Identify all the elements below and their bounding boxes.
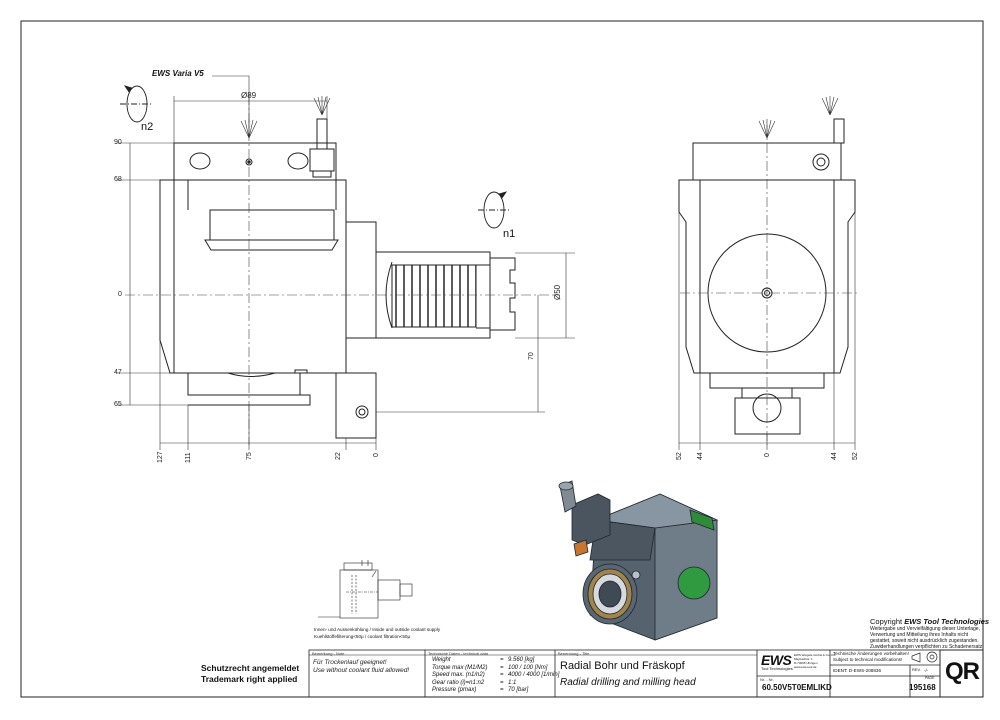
projection-symbol-icon bbox=[911, 651, 938, 663]
copyright-line: gestattet, soweit nicht ausdrücklich zug… bbox=[870, 638, 979, 644]
copyright-line: Weitergabe und Vervielfältigung dieser U… bbox=[870, 626, 980, 632]
name-en: Radial drilling and milling head bbox=[560, 677, 696, 688]
tech-sep: = bbox=[500, 672, 504, 679]
change-note-en: Subject to technical modifications! bbox=[833, 657, 903, 662]
dim-y-47: 47 bbox=[114, 369, 122, 376]
tech-key: Gear ratio (i)=n1:n2 bbox=[432, 679, 485, 686]
dim-y-65: 65 bbox=[114, 401, 122, 408]
tech-sep: = bbox=[500, 687, 504, 694]
dim-x-75: 75 bbox=[246, 452, 253, 460]
dim-y-90: 90 bbox=[114, 139, 122, 146]
tech-val: 1:1 bbox=[508, 679, 517, 686]
tech-val: 4000 / 4000 [1/min] bbox=[508, 672, 560, 679]
address-line: www.ews-tool.de bbox=[794, 665, 817, 669]
label-n2: n2 bbox=[141, 121, 154, 133]
coolant-sketch bbox=[318, 560, 413, 619]
rev-value: -/- bbox=[924, 668, 929, 673]
copyright-block: Copyright EWS Tool Technologies Weiterga… bbox=[870, 617, 989, 650]
tech-val: 9.560 [kg] bbox=[508, 657, 535, 663]
protection-line2: Trademark right applied bbox=[201, 674, 298, 684]
company-address: EWS Weigele GmbH & Co. KG Maybachstr. 1 … bbox=[794, 653, 835, 669]
dim-x-111: 111 bbox=[185, 452, 192, 463]
side-view bbox=[159, 118, 516, 439]
tech-header: Technische Daten - technical data bbox=[428, 651, 489, 656]
dim-x-127: 127 bbox=[157, 451, 164, 463]
qr-label: QR bbox=[945, 658, 980, 685]
nr-header: Nr. - Nr. bbox=[760, 677, 774, 682]
dim-y-68: 68 bbox=[114, 176, 122, 183]
protection-line1: Schutzrecht angemeldet bbox=[201, 663, 300, 673]
dim-x-r52a: 52 bbox=[676, 452, 683, 460]
page-label: PAGE bbox=[925, 676, 935, 680]
tech-sep: = bbox=[500, 657, 504, 663]
name-de: Radial Bohr und Fräskopf bbox=[560, 660, 685, 672]
iso-render bbox=[558, 480, 719, 641]
dim-x-r52b: 52 bbox=[852, 452, 859, 460]
rotation-icons bbox=[120, 85, 510, 229]
tech-key: Weight bbox=[432, 657, 451, 663]
dim-x-22: 22 bbox=[335, 452, 342, 460]
tool-label: EWS Varia V5 bbox=[152, 69, 204, 78]
dim-x-r0: 0 bbox=[764, 453, 771, 457]
qr-box bbox=[939, 649, 984, 698]
dim-dia89: Ø89 bbox=[241, 91, 257, 100]
tech-val: 70 [bar] bbox=[508, 687, 529, 694]
part-number: 60.50V5T0EMLIKD bbox=[762, 683, 832, 692]
document-number: 195168 bbox=[909, 683, 936, 692]
dim-y-0: 0 bbox=[118, 291, 122, 298]
coolant-note-1: Innen- und Aussenkühlung / Inside and ou… bbox=[314, 627, 441, 632]
coolant-spray-icons bbox=[240, 96, 839, 139]
tech-key: Speed max. (n1/n2) bbox=[432, 672, 485, 679]
remark-header: Bemerkung - Note bbox=[312, 651, 345, 656]
copyright-line: Verwertung und Mitteilung ihres Inhalts … bbox=[870, 632, 969, 638]
tech-key: Pressure (pmax) bbox=[432, 687, 477, 694]
tech-data: Weight = 9.560 [kg] Torque max (M1/M2) = 100… bbox=[432, 657, 559, 695]
ews-logo: EWS bbox=[761, 652, 792, 668]
ews-logo-sub: Tool Technologies bbox=[761, 666, 793, 671]
dim-70: 70 bbox=[528, 352, 535, 360]
coolant-note-2: Kuehlstoffefilterung<50µ / coolant filtr… bbox=[314, 634, 411, 639]
address-line: Maybachstr. 1 bbox=[794, 657, 813, 661]
tech-val: 100 / 100 [Nm] bbox=[508, 664, 548, 671]
address-line: EWS Weigele GmbH & Co. KG bbox=[794, 653, 836, 657]
tech-key: Torque max (M1/M2) bbox=[432, 664, 488, 671]
copyright-line: Zuwiderhandlungen verpflichten zu Schade… bbox=[870, 644, 984, 650]
ident: IDENT: D-EWS-208836 bbox=[833, 668, 881, 673]
tech-sep: = bbox=[500, 679, 504, 686]
tech-sep: = bbox=[500, 664, 504, 671]
copyright-brand: EWS Tool Technologies bbox=[904, 617, 990, 626]
copyright-prefix: Copyright bbox=[870, 617, 905, 626]
dim-dia50: Ø50 bbox=[553, 284, 562, 300]
change-note-de: Technische Änderungen vorbehalten! bbox=[833, 651, 909, 656]
name-header: Benennung - Title bbox=[558, 651, 590, 656]
dim-x-r44a: 44 bbox=[697, 452, 704, 460]
remark-en: Use without coolant fluid allowed! bbox=[313, 667, 410, 674]
label-n1: n1 bbox=[503, 228, 516, 240]
dim-x-r44b: 44 bbox=[831, 452, 838, 460]
rev-label: REV. bbox=[912, 667, 921, 672]
dim-x-0: 0 bbox=[373, 453, 380, 457]
address-line: D-73095 Uhingen bbox=[794, 661, 818, 665]
remark-de: Für Trockenlauf geeignet! bbox=[313, 659, 387, 666]
